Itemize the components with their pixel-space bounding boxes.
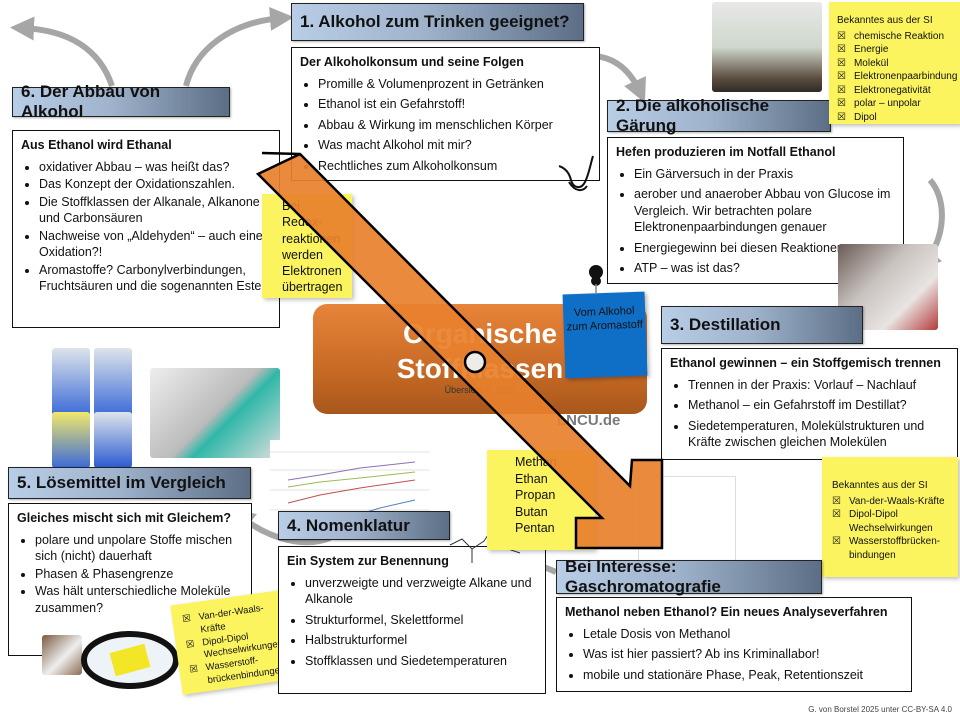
section-4-header: 4. Nomenklatur xyxy=(278,511,450,540)
section-3-subtitle: Ethanol gewinnen – ein Stoffgemisch tren… xyxy=(670,356,941,370)
list-item: mobile und stationäre Phase, Peak, Reten… xyxy=(583,667,903,684)
section-3-title: 3. Destillation xyxy=(670,315,781,334)
solvent-photo-3 xyxy=(52,412,90,468)
milk-photo xyxy=(42,635,82,675)
sticky-item: chemische Reaktion xyxy=(853,30,945,42)
section-gc-title: Bei Interesse: Gaschromatografie xyxy=(565,557,721,596)
section-3-box: Ethanol gewinnen – ein Stoffgemisch tren… xyxy=(661,348,958,460)
sticky-item: Dipol xyxy=(853,111,877,123)
list-item: Halbstrukturformel xyxy=(305,632,537,649)
checkbox-icon: ☒ xyxy=(837,44,846,55)
arrow-6-to-1-right xyxy=(183,6,294,87)
blue-note-topic: Vom Alkohol zum Aromastoff xyxy=(562,291,648,379)
checkbox-icon: ☒ xyxy=(837,30,846,42)
section-1-subtitle: Der Alkoholkonsum und seine Folgen xyxy=(300,55,524,69)
section-gc-subtitle: Methanol neben Ethanol? Ein neues Analys… xyxy=(565,605,888,619)
list-item: Stoffklassen und Siedetemperaturen xyxy=(305,653,537,670)
section-2-title: 2. Die alkoholische Gärung xyxy=(616,96,770,135)
sticky-title: Bekanntes aus der SI xyxy=(832,480,928,491)
boiling-point-chart-thumbnail xyxy=(270,440,440,520)
section-2-header: 2. Die alkoholische Gärung xyxy=(607,96,831,135)
sticky-item: Ethan xyxy=(515,471,548,486)
sticky-item: Butan xyxy=(515,504,548,519)
list-item: Promille & Volumenprozent in Getränken xyxy=(318,76,591,93)
list-item: Die Stoffklassen der Alkanale, Alkanone … xyxy=(39,194,271,227)
sticky-item: Elektronegativität xyxy=(853,84,931,96)
section-1-title: 1. Alkohol zum Trinken geeignet? xyxy=(300,12,570,31)
section-4-subtitle: Ein System zur Benennung xyxy=(287,554,449,568)
checkbox-icon: ☒ xyxy=(832,495,841,507)
list-item: Siedetemperaturen, Molekülstrukturen und… xyxy=(688,418,949,451)
section-5-title: 5. Lösemittel im Vergleich xyxy=(17,473,226,492)
checkbox-icon: ☒ xyxy=(837,111,846,123)
footer-credit: G. von Borstel 2025 unter CC-BY-SA 4.0 xyxy=(808,705,952,714)
list-item: Ein Gärversuch in der Praxis xyxy=(634,166,895,183)
sticky-item: Energie xyxy=(853,44,889,55)
solvent-photo-4 xyxy=(94,412,132,468)
list-item: Abbau & Wirkung im menschlichen Körper xyxy=(318,117,591,134)
list-item: Ethanol ist ein Gefahrstoff! xyxy=(318,96,591,113)
section-gc-header: Bei Interesse: Gaschromatografie xyxy=(556,557,822,596)
arrow-6-to-1-left xyxy=(10,16,115,87)
list-item: Energiegewinn bei diesen Reaktionen xyxy=(634,240,895,257)
section-3-header: 3. Destillation xyxy=(661,306,863,344)
sticky-item: polar – unpolar xyxy=(853,98,921,109)
section-5-subtitle: Gleiches mischt sich mit Gleichem? xyxy=(17,511,231,525)
drinking-person-icon xyxy=(558,155,594,192)
lab-photo-fermentation xyxy=(712,2,822,92)
sticky-note-si-forces: Bekanntes aus der SI ☒ Van-der-Waals-Kräf… xyxy=(822,457,958,577)
list-item: ATP – was ist das? xyxy=(634,260,895,277)
checkbox-icon: ☒ xyxy=(837,98,846,109)
section-gc-box: Methanol neben Ethanol? Ein neues Analys… xyxy=(556,597,912,692)
section-4-title: 4. Nomenklatur xyxy=(287,515,410,535)
solvent-photo-1 xyxy=(52,348,90,416)
checkbox-icon: ☒ xyxy=(837,84,846,96)
section-1-box: Der Alkoholkonsum und seine Folgen Promi… xyxy=(291,47,600,181)
glasses-illustration xyxy=(81,631,179,689)
checkbox-icon: ☒ xyxy=(832,509,841,520)
sticky-item: Van-der-Waals-Kräfte xyxy=(848,495,945,507)
section-6-header: 6. Der Abbau von Alkohol xyxy=(12,82,230,121)
checkbox-icon: ☒ xyxy=(837,57,846,69)
section-6-box: Aus Ethanol wird Ethanal oxidativer Abba… xyxy=(12,130,280,328)
list-item: Was hält unterschiedliche Moleküle zusam… xyxy=(35,583,243,616)
sticky-item: Pentan xyxy=(515,521,555,535)
sticky-item: Elektronenpaarbindung xyxy=(853,71,958,82)
section-2-subtitle: Hefen produzieren im Notfall Ethanol xyxy=(616,145,836,159)
sticky-item: Dipol-Dipol Wechselwirkungen xyxy=(848,509,933,534)
list-item: unverzweigte und verzweigte Alkane und A… xyxy=(305,575,537,608)
checkbox-icon: ☒ xyxy=(837,71,846,82)
sticky-item: Wasserstoffbrücken-bindungen xyxy=(848,536,941,561)
list-item: Letale Dosis von Methanol xyxy=(583,626,903,643)
list-item: Aromastoffe? Carbonylverbindungen, Fruch… xyxy=(39,262,271,295)
sticky-note-si-basics: Bekanntes aus der SI ☒ chemische Reaktion… xyxy=(829,2,960,124)
molecule-cards-image xyxy=(150,368,280,458)
drag-handle xyxy=(463,350,487,374)
list-item: Was macht Alkohol mit mir? xyxy=(318,137,591,154)
solvent-photo-2 xyxy=(94,348,132,416)
list-item: polare und unpolare Stoffe mischen sich … xyxy=(35,532,243,565)
list-item: Das Konzept der Oxidationszahlen. xyxy=(39,176,271,193)
sticky-item: Propan xyxy=(515,488,556,502)
section-1-header: 1. Alkohol zum Trinken geeignet? xyxy=(291,3,584,41)
list-item: oxidativer Abbau – was heißt das? xyxy=(39,159,271,176)
list-item: aerober und anaerober Abbau von Glucose … xyxy=(634,186,895,236)
sticky-title: Bekanntes aus der SI xyxy=(837,15,933,26)
orange-arrow-shape xyxy=(255,151,664,550)
list-item: Strukturformel, Skelettformel xyxy=(305,612,537,629)
pushpin-icon xyxy=(589,265,603,293)
list-item: Methanol – ein Gefahrstoff im Destillat? xyxy=(688,397,949,414)
list-item: Rechtliches zum Alkoholkonsum xyxy=(318,158,591,175)
list-item: Nachweise von „Aldehyden“ – auch eine Ox… xyxy=(39,228,271,261)
section-6-title: 6. Der Abbau von Alkohol xyxy=(21,82,161,121)
section-4-box: Ein System zur Benennung unverzweigte un… xyxy=(278,546,546,694)
list-item: Phasen & Phasengrenze xyxy=(35,566,243,583)
checkbox-icon: ☒ xyxy=(832,536,841,547)
section-6-subtitle: Aus Ethanol wird Ethanal xyxy=(21,138,172,152)
sticky-item: Molekül xyxy=(853,57,889,69)
section-5-header: 5. Lösemittel im Vergleich xyxy=(8,467,251,499)
list-item: Trennen in der Praxis: Vorlauf – Nachlau… xyxy=(688,377,949,394)
lncu-logo: LNCU.de xyxy=(557,412,621,429)
list-item: Was ist hier passiert? Ab ins Kriminalla… xyxy=(583,646,903,663)
